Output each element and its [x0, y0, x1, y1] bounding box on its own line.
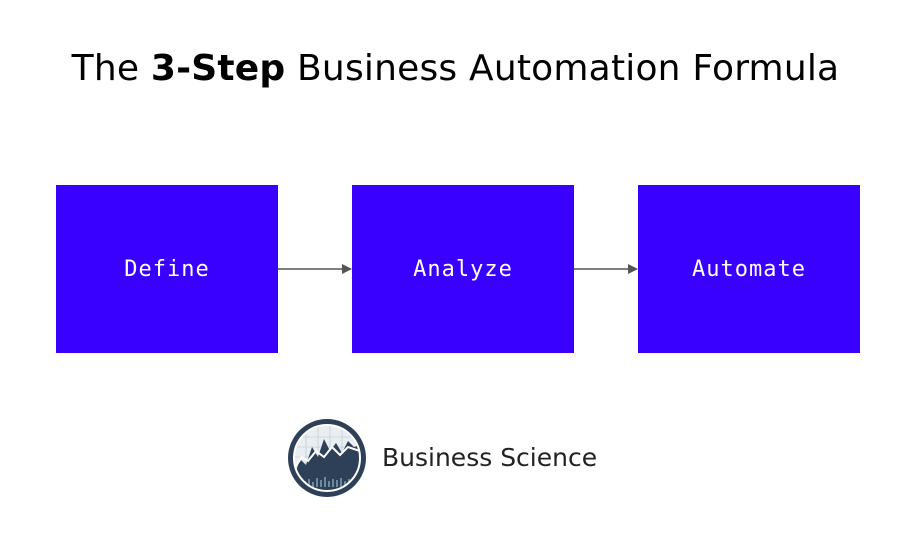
title-suffix: Business Automation Formula: [285, 48, 840, 89]
step-define-box: Define: [56, 185, 278, 353]
title-prefix: The: [71, 48, 151, 89]
step-analyze-box: Analyze: [352, 185, 574, 353]
step-automate-label: Automate: [692, 256, 806, 282]
step-analyze-label: Analyze: [413, 256, 513, 282]
step-define-label: Define: [124, 256, 210, 282]
business-science-logo: [286, 417, 368, 499]
step-automate-box: Automate: [638, 185, 860, 353]
title-emphasis: 3-Step: [150, 48, 286, 89]
diagram-title: The 3-Step Business Automation Formula: [0, 48, 911, 89]
brand-name: Business Science: [382, 443, 598, 472]
chart-logo-icon: [288, 419, 366, 497]
